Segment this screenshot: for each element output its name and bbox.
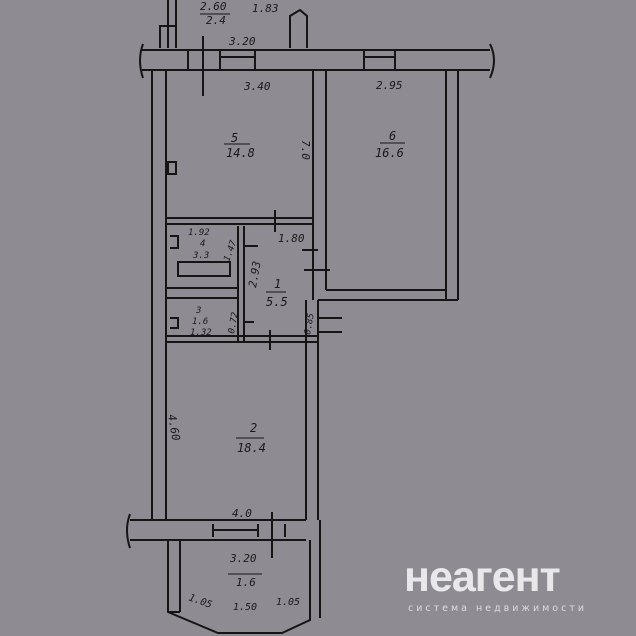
label-room5-number: 5	[231, 131, 238, 145]
top-external-wall	[142, 49, 490, 71]
label-balcony-side-left: 1.05	[187, 592, 213, 611]
label-room3-width: 1.32	[190, 328, 212, 338]
label-room1-door: 0.85	[303, 312, 317, 335]
label-top-dim-a: 2.60	[200, 0, 227, 13]
label-room5-area: 14.8	[226, 146, 255, 160]
label-balcony-width: 3.20	[229, 552, 257, 565]
label-room4-width: 1.92	[188, 228, 210, 238]
label-room3-number: 3	[195, 306, 201, 316]
label-top-dim-b: 1.83	[252, 2, 279, 15]
label-room5-length: 7.0	[299, 140, 312, 160]
label-balcony-front: 1.50	[233, 602, 257, 613]
label-room2-number: 2	[250, 421, 257, 435]
label-room2-length: 4.60	[165, 413, 182, 442]
label-room3-area: 1.6	[192, 317, 208, 327]
label-room6-width: 2.95	[376, 79, 403, 92]
label-balcony-side-right: 1.05	[276, 597, 300, 608]
label-room1-length: 2.93	[246, 260, 263, 288]
partition-wall	[312, 70, 327, 300]
watermark-logo: неагент	[404, 553, 561, 601]
label-room2-area: 18.4	[237, 441, 266, 455]
label-room4-number: 4	[200, 239, 205, 249]
window-marks	[187, 50, 396, 70]
top-stair-fragment	[289, 8, 308, 48]
label-top-area-a: 2.4	[206, 14, 226, 27]
label-top-window: 3.20	[228, 35, 256, 48]
label-room2-width: 4.0	[232, 507, 252, 520]
bottom-external-wall	[130, 512, 306, 558]
label-room6-number: 6	[389, 129, 396, 143]
label-room6-area: 16.6	[375, 146, 404, 160]
label-room5-width: 3.40	[243, 80, 271, 93]
left-external-wall	[151, 70, 167, 520]
label-room1-area: 5.5	[266, 295, 288, 309]
label-room1-number: 1	[274, 277, 281, 291]
label-room4-depth: 1.47	[222, 239, 239, 263]
label-room3-depth: 0.72	[227, 311, 241, 334]
label-balcony-area: 1.6	[236, 576, 256, 589]
watermark-tagline: система недвижимости	[408, 603, 588, 614]
top-wall-fragment	[159, 0, 177, 48]
label-room4-area: 3.3	[192, 251, 209, 261]
label-room1-width: 1.80	[278, 232, 305, 245]
